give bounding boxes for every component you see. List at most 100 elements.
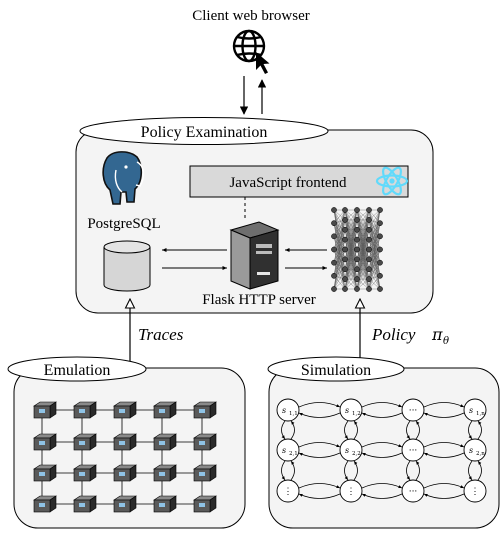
state-node-subscript: 2,2 xyxy=(352,451,361,457)
mouse-cursor-icon xyxy=(256,52,270,74)
state-node: ··· xyxy=(401,398,425,422)
transition-arrow xyxy=(423,402,465,408)
server-tower-icon xyxy=(229,221,280,290)
transition-arrow xyxy=(477,420,482,440)
transition-arrow xyxy=(423,442,465,448)
transition-arrow xyxy=(361,452,403,458)
server-box-icon xyxy=(33,495,57,513)
policy-examination-title: Policy Examination xyxy=(141,124,268,141)
server-box-icon xyxy=(153,464,177,482)
server-box-icon xyxy=(73,495,97,513)
state-node-subscript: 2,n xyxy=(476,451,485,457)
transition-arrow xyxy=(415,460,420,481)
state-node: ⋮ xyxy=(339,479,363,503)
javascript-frontend-box xyxy=(189,165,409,198)
policy-examination-title-bubble xyxy=(79,117,329,145)
server-box-icon xyxy=(193,433,217,451)
neural-network-icon xyxy=(331,207,383,292)
server-box-icon xyxy=(113,464,137,482)
transition-arrow xyxy=(298,493,341,499)
server-box-icon xyxy=(73,464,97,482)
state-node-subscript: 1,2 xyxy=(352,411,361,417)
emulation-server-grid xyxy=(33,401,217,513)
policy-subscript: θ xyxy=(443,336,449,347)
server-box-icon xyxy=(153,401,177,419)
transition-arrow xyxy=(353,420,358,440)
javascript-frontend-label: JavaScript frontend xyxy=(229,175,347,191)
state-node: ··· xyxy=(401,438,425,462)
server-box-icon xyxy=(73,401,97,419)
postgresql-elephant-icon xyxy=(102,151,145,205)
state-node-label: s xyxy=(282,446,286,455)
transition-arrow xyxy=(298,442,341,448)
transition-arrow xyxy=(477,460,482,481)
transition-arrow xyxy=(298,412,341,418)
state-node-label: s xyxy=(469,406,473,415)
transition-arrow xyxy=(298,483,341,489)
state-node-label: ⋮ xyxy=(471,487,480,497)
transition-arrow xyxy=(423,483,465,489)
transition-arrow xyxy=(361,442,403,448)
state-node-label: s xyxy=(345,406,349,415)
server-box-icon xyxy=(113,401,137,419)
server-box-icon xyxy=(193,495,217,513)
state-node-subscript: 1,n xyxy=(476,411,485,417)
transition-arrow xyxy=(423,493,465,499)
transition-arrow xyxy=(281,460,286,481)
state-node-label: ··· xyxy=(409,487,418,497)
server-box-icon xyxy=(153,495,177,513)
transition-arrow xyxy=(468,460,473,481)
server-box-icon xyxy=(113,495,137,513)
state-node: ⋮ xyxy=(276,479,300,503)
transition-arrow xyxy=(415,420,420,440)
server-box-icon xyxy=(113,433,137,451)
simulation-title-bubble xyxy=(267,356,405,382)
react-atom-icon xyxy=(375,166,409,196)
postgresql-label: PostgreSQL xyxy=(87,216,160,232)
state-node: ··· xyxy=(401,479,425,503)
traces-label: Traces xyxy=(138,325,184,344)
server-box-icon xyxy=(33,401,57,419)
transition-arrow xyxy=(406,460,411,481)
state-node-label: ··· xyxy=(409,406,418,416)
transition-arrow xyxy=(290,460,295,481)
state-node-label: s xyxy=(469,446,473,455)
server-box-icon xyxy=(193,401,217,419)
state-node-label: ⋮ xyxy=(284,487,293,497)
simulation-title: Simulation xyxy=(301,362,371,379)
state-node-subscript: 1,1 xyxy=(289,411,298,417)
client-label: Client web browser xyxy=(192,8,309,24)
state-node: ⋮ xyxy=(463,479,487,503)
transition-arrow xyxy=(361,402,403,408)
flask-server-label: Flask HTTP server xyxy=(202,292,316,308)
transition-arrow xyxy=(361,493,403,499)
database-cylinder-icon xyxy=(103,240,151,292)
transition-arrow xyxy=(290,420,295,440)
transition-arrow xyxy=(361,412,403,418)
transition-arrow xyxy=(423,452,465,458)
transition-arrow xyxy=(423,412,465,418)
policy-symbol: π xyxy=(431,325,443,344)
emulation-title: Emulation xyxy=(44,362,111,379)
server-box-icon xyxy=(33,464,57,482)
state-node-label: s xyxy=(282,406,286,415)
transition-arrow xyxy=(298,402,341,408)
policy-label: Policy xyxy=(371,325,416,344)
transition-arrow xyxy=(281,420,286,440)
server-box-icon xyxy=(153,433,177,451)
emulation-title-bubble xyxy=(7,356,147,382)
transition-arrow xyxy=(361,483,403,489)
state-node-subscript: 2,1 xyxy=(289,451,298,457)
state-node-label: ··· xyxy=(409,446,418,456)
transition-arrow xyxy=(298,452,341,458)
state-node-label: ⋮ xyxy=(347,487,356,497)
state-node-label: s xyxy=(345,446,349,455)
